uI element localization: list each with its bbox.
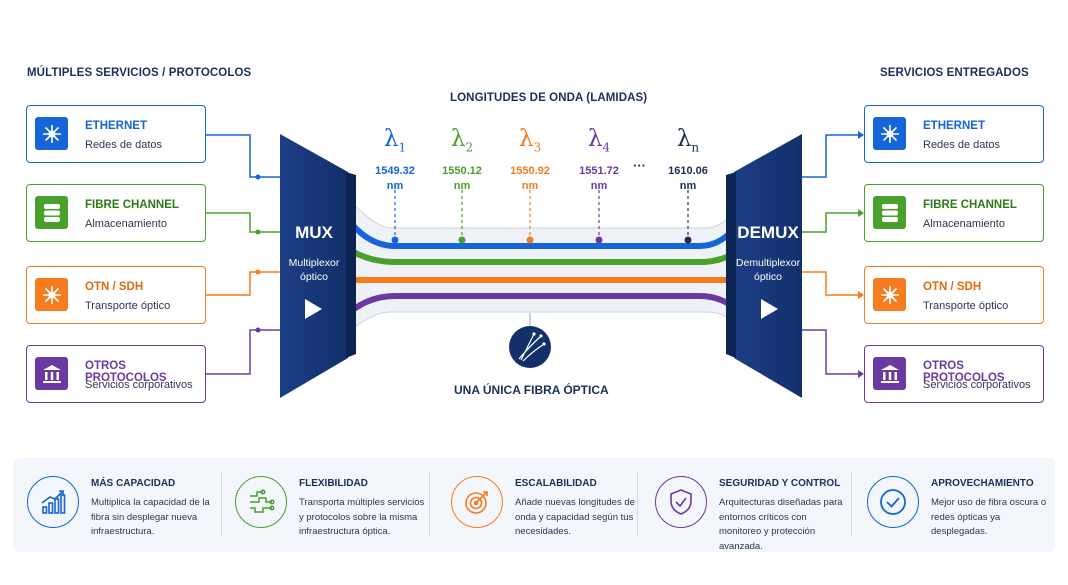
- demux-subtitle: Demultiplexor óptico: [735, 257, 801, 283]
- service-title: OTN / SDH: [85, 281, 144, 293]
- service-subtitle: Redes de datos: [923, 139, 1001, 151]
- benefit-desc: Añade nuevas longitudes de onda y capaci…: [515, 497, 635, 537]
- service-title: ETHERNET: [85, 120, 147, 132]
- database-icon: [873, 196, 906, 229]
- connector-otros-out: [802, 329, 858, 375]
- growth-chart-icon: [27, 476, 79, 528]
- service-card-ethernet-in: ETHERNET Redes de datos: [26, 105, 206, 163]
- service-card-otn-in: OTN / SDH Transporte óptico: [26, 266, 206, 324]
- benefit-scalability: ESCALABILIDAD Añade nuevas longitudes de…: [437, 458, 645, 552]
- connector-otros-in: [206, 329, 282, 375]
- benefit-title: MÁS CAPACIDAD: [91, 478, 176, 489]
- check-circle-icon: [867, 476, 919, 528]
- service-subtitle: Redes de datos: [85, 139, 163, 151]
- target-icon: [451, 476, 503, 528]
- benefit-title: APROVECHAMIENTO: [931, 478, 1034, 489]
- wavelength-ellipsis: ···: [633, 158, 646, 173]
- service-subtitle: Almacenamiento: [85, 218, 167, 230]
- benefit-desc: Multiplica la capacidad de la fibra sin …: [91, 497, 210, 537]
- left-header: MÚLTIPLES SERVICIOS / PROTOCOLOS: [27, 67, 252, 79]
- service-card-otros-in: OTROS PROTOCOLOS Servicios corporativos: [26, 345, 206, 403]
- mux-subtitle: Multiplexor óptico: [288, 257, 340, 283]
- service-title: OTN / SDH: [923, 281, 982, 293]
- network-hub-icon: [35, 278, 68, 311]
- benefits-bar: MÁS CAPACIDAD Multiplica la capacidad de…: [13, 458, 1055, 552]
- benefit-utilization: APROVECHAMIENTO Mejor uso de fibra oscur…: [853, 458, 1061, 552]
- service-title: ETHERNET: [923, 120, 985, 132]
- benefit-desc: Arquitecturas diseñadas para entornos cr…: [719, 497, 843, 552]
- service-subtitle: Servicios corporativos: [923, 379, 1031, 391]
- benefit-title: FLEXIBILIDAD: [299, 478, 368, 489]
- benefit-capacity: MÁS CAPACIDAD Multiplica la capacidad de…: [13, 458, 221, 552]
- service-subtitle: Transporte óptico: [85, 300, 171, 312]
- service-card-ethernet-out: ETHERNET Redes de datos: [864, 105, 1044, 163]
- circuit-icon: [235, 476, 287, 528]
- benefit-flexibility: FLEXIBILIDAD Transporta múltiples servic…: [221, 458, 429, 552]
- service-subtitle: Transporte óptico: [923, 300, 1009, 312]
- network-hub-icon: [873, 117, 906, 150]
- service-card-otn-out: OTN / SDH Transporte óptico: [864, 266, 1044, 324]
- demux-block: [734, 134, 802, 398]
- benefit-security: SEGURIDAD Y CONTROL Arquitecturas diseña…: [641, 458, 849, 552]
- benefit-desc: Transporta múltiples servicios y protoco…: [299, 497, 425, 537]
- benefit-desc: Mejor uso de fibra oscura o redes óptica…: [931, 497, 1047, 537]
- mux-block: [280, 134, 348, 398]
- service-card-fc-in: FIBRE CHANNEL Almacenamiento: [26, 184, 206, 242]
- service-card-fc-out: FIBRE CHANNEL Almacenamiento: [864, 184, 1044, 242]
- service-subtitle: Almacenamiento: [923, 218, 1005, 230]
- service-card-otros-out: OTROS PROTOCOLOS Servicios corporativos: [864, 345, 1044, 403]
- mux-title: MUX: [295, 223, 333, 242]
- wavelengths-header: LONGITUDES DE ONDA (LAMIDAS): [450, 92, 648, 104]
- connector-fc-in: [206, 212, 282, 233]
- right-header: SERVICIOS ENTREGADOS: [880, 67, 1029, 79]
- network-hub-icon: [35, 117, 68, 150]
- connector-ethernet-in: [206, 134, 282, 178]
- service-subtitle: Servicios corporativos: [85, 379, 193, 391]
- database-icon: [35, 196, 68, 229]
- institution-icon: [35, 357, 68, 390]
- service-title: OTROS PROTOCOLOS: [85, 360, 167, 384]
- benefit-title: ESCALABILIDAD: [515, 478, 597, 489]
- institution-icon: [873, 357, 906, 390]
- service-title: OTROS PROTOCOLOS: [923, 360, 1005, 384]
- fiber-label: UNA ÚNICA FIBRA ÓPTICA: [454, 383, 609, 397]
- connector-fc-out: [802, 212, 858, 233]
- demux-title: DEMUX: [737, 223, 799, 242]
- connector-otn-out: [802, 271, 858, 296]
- connector-otn-in: [206, 271, 282, 296]
- service-title: FIBRE CHANNEL: [923, 199, 1017, 211]
- connector-ethernet-out: [802, 134, 858, 178]
- network-hub-icon: [873, 278, 906, 311]
- service-title: FIBRE CHANNEL: [85, 199, 179, 211]
- shield-check-icon: [655, 476, 707, 528]
- benefit-title: SEGURIDAD Y CONTROL: [719, 478, 841, 489]
